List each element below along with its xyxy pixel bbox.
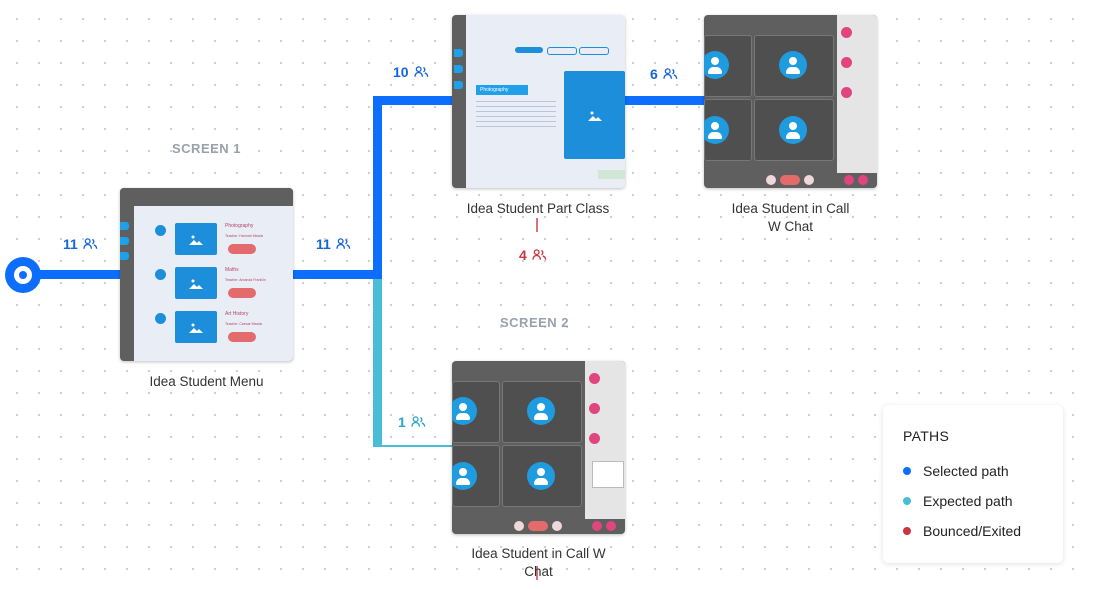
to-call-top-path — [624, 96, 704, 105]
vertical-up-path — [373, 96, 382, 279]
call-top-title: Idea Student in Call W Chat — [731, 201, 850, 234]
part-class-title: Idea Student Part Class — [466, 201, 610, 216]
users-icon — [336, 238, 351, 249]
expected-dot-icon — [903, 497, 911, 505]
users-icon — [663, 68, 678, 79]
part-class-thumbnail[interactable]: Photography — [452, 15, 625, 188]
paths-legend: PATHS Selected path Expected path Bounce… — [883, 405, 1063, 563]
call-top-thumbnail[interactable] — [704, 15, 877, 188]
legend-item-expected: Expected path — [903, 493, 1013, 509]
menu-row-1[interactable]: Photography Teacher: Hannah Meads — [155, 223, 285, 263]
expected-vertical-path — [373, 279, 382, 447]
call-top-count: 6 — [650, 66, 678, 82]
menu-row-2[interactable]: Maths Teacher: Amanda Franklin — [155, 267, 285, 307]
entry-count: 11 — [63, 236, 98, 252]
menu-thumbnail[interactable]: Photography Teacher: Hannah Meads Maths … — [120, 188, 293, 361]
selected-dot-icon — [903, 467, 911, 475]
menu-out-count: 11 — [316, 236, 351, 252]
screen-1-label: SCREEN 1 — [172, 141, 242, 156]
call-bottom-title: Idea Student in Call W Chat — [471, 546, 606, 579]
part-class-count: 10 — [393, 64, 429, 80]
menu-row-3[interactable]: Art History Teacher: Caesar Meads — [155, 311, 285, 351]
legend-item-selected: Selected path — [903, 463, 1009, 479]
expected-horizontal-path — [373, 445, 453, 447]
image-icon — [189, 279, 203, 289]
users-icon — [83, 238, 98, 249]
bounced-count: 4 — [519, 247, 547, 263]
bounced-marker-bottom — [536, 566, 538, 580]
bounced-dot-icon — [903, 527, 911, 535]
to-part-class-path — [373, 96, 453, 105]
entry-path — [20, 270, 122, 279]
call-bottom-count: 1 — [398, 414, 426, 430]
entry-node[interactable] — [5, 257, 41, 293]
legend-item-bounced: Bounced/Exited — [903, 523, 1021, 539]
image-icon — [189, 235, 203, 245]
menu-out-path — [292, 270, 382, 279]
call-bottom-thumbnail[interactable] — [452, 361, 625, 534]
image-icon — [587, 111, 602, 121]
menu-title: Idea Student Menu — [149, 374, 264, 389]
bounced-marker — [536, 218, 538, 232]
users-icon — [532, 249, 547, 260]
users-icon — [411, 416, 426, 427]
image-icon — [189, 323, 203, 333]
screen-2-label: SCREEN 2 — [500, 315, 570, 330]
legend-title: PATHS — [903, 428, 950, 444]
users-icon — [413, 66, 428, 77]
